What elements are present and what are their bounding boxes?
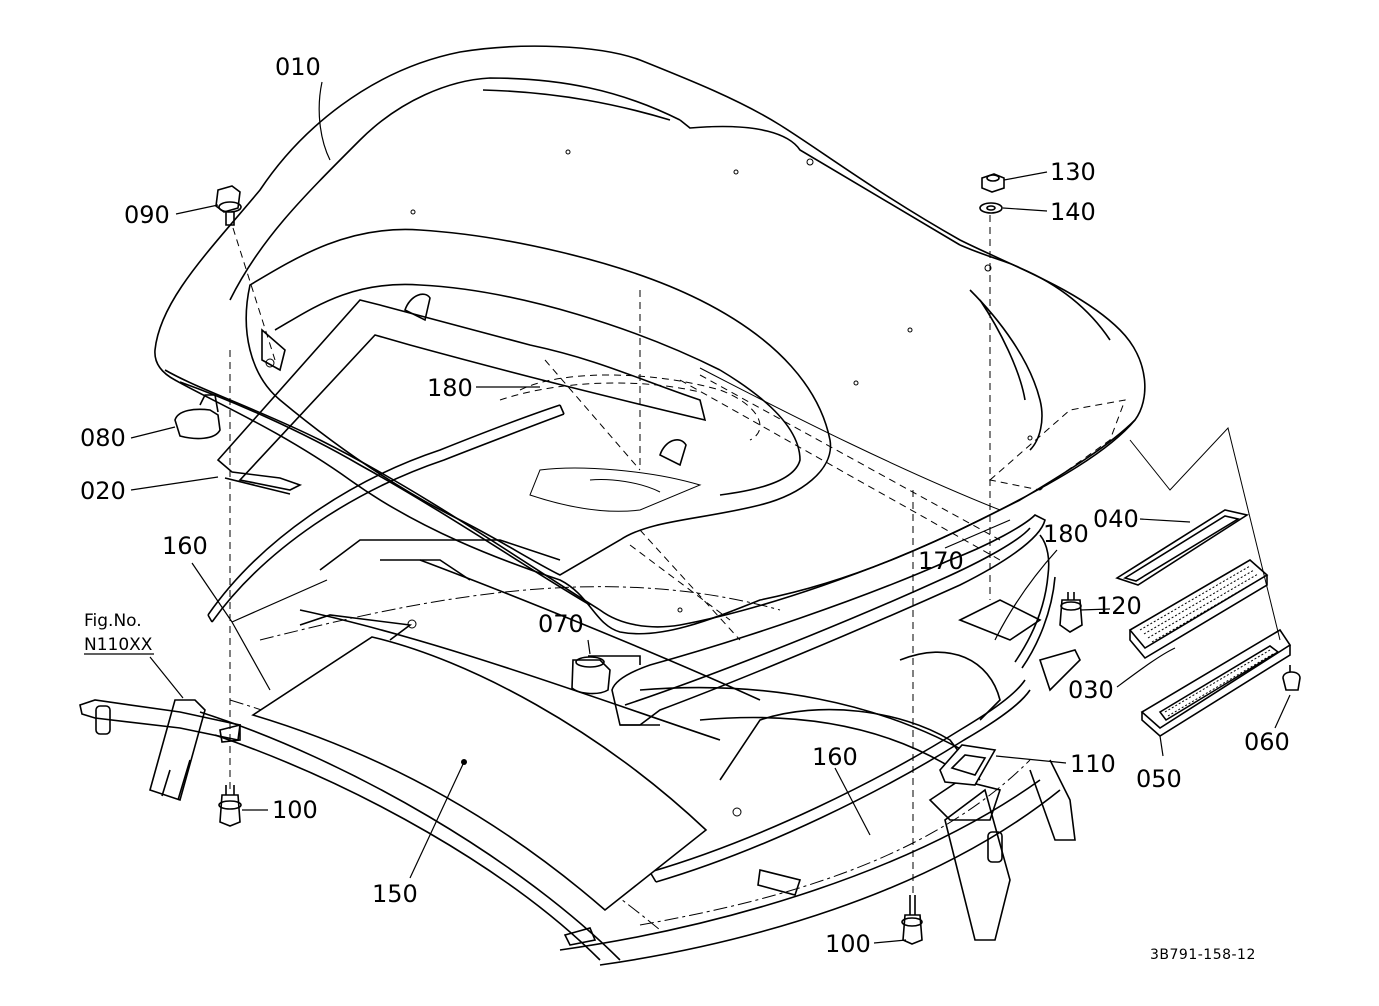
part-130 <box>981 173 1005 193</box>
part-070 <box>571 655 641 695</box>
callout-110: 110 <box>1070 750 1116 778</box>
part-040 <box>1115 509 1250 586</box>
callout-120: 120 <box>1096 592 1142 620</box>
figure-ref-line2: N110XX <box>84 635 153 655</box>
callout-080: 080 <box>80 424 126 452</box>
frame-structure <box>79 539 1081 966</box>
callout-020: 020 <box>80 477 126 505</box>
part-140 <box>979 202 1003 214</box>
part-100-left <box>218 785 242 827</box>
callout-030: 030 <box>1068 676 1114 704</box>
assembly-bracket-lines <box>1129 426 1281 641</box>
leader-lines <box>130 81 1291 944</box>
hood-010 <box>154 45 1146 635</box>
part-120 <box>1059 592 1083 633</box>
part-170 <box>611 514 1046 726</box>
callout-050: 050 <box>1136 765 1182 793</box>
part-090 <box>215 185 242 226</box>
callout-060: 060 <box>1244 728 1290 756</box>
callout-160-right: 160 <box>812 743 858 771</box>
part-100-bottom <box>901 895 923 945</box>
part-080 <box>174 394 221 440</box>
callout-180-top: 180 <box>427 374 473 402</box>
part-110 <box>939 744 997 786</box>
callout-090: 090 <box>124 201 170 229</box>
callout-170: 170 <box>918 547 964 575</box>
callout-010: 010 <box>275 53 321 81</box>
drawing-code: 3B791-158-12 <box>1150 947 1256 963</box>
callout-160-left: 160 <box>162 532 208 560</box>
callout-140: 140 <box>1050 198 1096 226</box>
part-160-left <box>207 404 565 623</box>
callout-100-left: 100 <box>272 796 318 824</box>
callout-130: 130 <box>1050 158 1096 186</box>
part-020 <box>216 299 707 495</box>
part-030 <box>1128 559 1269 660</box>
figure-reference: Fig.No. N110XX <box>84 611 154 655</box>
callout-070: 070 <box>538 610 584 638</box>
callout-labels: 010 090 130 140 180 080 020 160 180 170 … <box>80 53 1290 958</box>
callout-180-right: 180 <box>1043 520 1089 548</box>
part-180-right <box>1014 534 1056 669</box>
callout-040: 040 <box>1093 505 1139 533</box>
callout-150: 150 <box>372 880 418 908</box>
part-060 <box>1282 665 1301 691</box>
callout-100-bottom: 100 <box>825 930 871 958</box>
assembly-dashes <box>229 215 1001 895</box>
figure-ref-line1: Fig.No. <box>84 611 142 631</box>
